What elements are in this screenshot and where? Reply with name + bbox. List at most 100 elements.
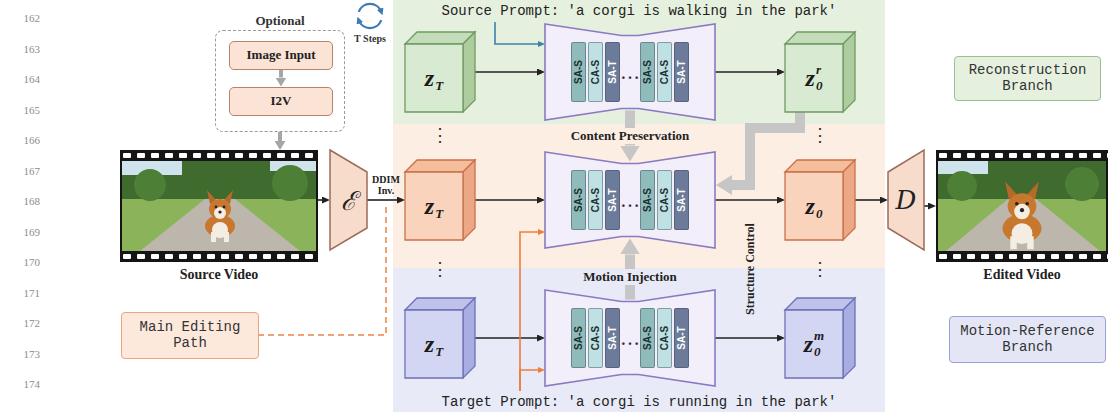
cube-face bbox=[463, 298, 475, 378]
latent-subscript: 0 bbox=[816, 208, 823, 220]
attention-layer: SA-T bbox=[605, 42, 620, 102]
prompt-text: Source Prompt: 'a corgi is walking in th… bbox=[442, 3, 837, 19]
attention-layer: SA-T bbox=[605, 170, 620, 230]
branch-band-ground bbox=[393, 0, 885, 124]
flow-arrow bbox=[475, 71, 537, 73]
latent-subscript: T bbox=[435, 80, 443, 92]
latent-name: z bbox=[804, 330, 813, 358]
line-number: 170 bbox=[24, 256, 41, 268]
video-frames: Edited Video bbox=[936, 150, 1108, 262]
edited-video-frames-part bbox=[947, 171, 977, 201]
shape-outline bbox=[405, 160, 475, 240]
layer-name: CA-S bbox=[590, 188, 602, 212]
layer-name: CA-S bbox=[659, 60, 671, 84]
layer-name: SA-T bbox=[607, 60, 619, 83]
latent-symbol: zm0 bbox=[785, 310, 843, 378]
cube-face bbox=[405, 44, 463, 112]
coder-outline bbox=[888, 150, 924, 250]
latent-subscript: T bbox=[435, 346, 443, 358]
latent-scripts: T bbox=[435, 64, 443, 92]
unet-outline bbox=[545, 152, 715, 248]
source-video-frames-part bbox=[272, 165, 308, 201]
attention-layer: SA-S bbox=[571, 170, 586, 230]
coder-symbol: ℰ bbox=[330, 150, 367, 250]
line-number: 172 bbox=[24, 317, 41, 329]
attention-layer: CA-S bbox=[588, 308, 603, 368]
unet-outline bbox=[545, 290, 715, 386]
steps-label: T Steps bbox=[354, 33, 386, 44]
flow-arrow bbox=[715, 199, 777, 201]
line-number: 173 bbox=[24, 348, 41, 360]
optional-group: Image InputI2VOptional bbox=[215, 30, 345, 132]
latent-name: z bbox=[806, 192, 815, 220]
edited-video-frames-part bbox=[1065, 167, 1099, 201]
line-number: 164 bbox=[24, 73, 41, 85]
connector-label: Motion Injection bbox=[580, 269, 680, 285]
edited-video-frames-part bbox=[936, 150, 1108, 262]
branch-tag: Main Editing Path bbox=[121, 312, 259, 359]
attention-layer: SA-S bbox=[640, 308, 655, 368]
attention-layer: SA-T bbox=[674, 170, 689, 230]
source-video-frames-part bbox=[120, 150, 318, 262]
process-box: Image Input bbox=[229, 41, 333, 70]
group-heading: Optional bbox=[255, 13, 304, 29]
steps-loop-icon-part bbox=[359, 4, 382, 12]
source-video-frames-part bbox=[120, 150, 318, 262]
latent-symbol: zT bbox=[405, 172, 463, 240]
cube-face bbox=[405, 172, 463, 240]
line-number: 167 bbox=[24, 165, 41, 177]
flow-arrow bbox=[279, 70, 283, 78]
attention-layer: CA-S bbox=[588, 42, 603, 102]
layer-name: SA-S bbox=[642, 188, 654, 212]
continuation-dots: ⋮ bbox=[431, 124, 449, 145]
attention-layer: SA-T bbox=[674, 42, 689, 102]
unet-block: SA-SCA-SSA-TSA-SCA-SSA-T… bbox=[545, 290, 715, 386]
latent-scripts: m0 bbox=[814, 330, 824, 358]
branch-band: zTSA-SCA-SSA-TSA-SCA-SSA-T…z0 bbox=[393, 124, 885, 268]
cube-face bbox=[843, 298, 855, 378]
layer-name: SA-S bbox=[573, 326, 585, 350]
coder-symbol: D bbox=[888, 150, 924, 250]
layer-name: CA-S bbox=[590, 326, 602, 350]
box-label: I2V bbox=[271, 93, 292, 109]
latent-symbol: z0 bbox=[785, 172, 843, 240]
flow-arrow bbox=[855, 199, 880, 201]
attention-layer: CA-S bbox=[657, 308, 672, 368]
cube-face bbox=[405, 310, 463, 378]
flow-arrow bbox=[367, 199, 397, 201]
unet-block: SA-SCA-SSA-TSA-SCA-SSA-T… bbox=[545, 24, 715, 120]
continuation-dots: ⋮ bbox=[811, 124, 829, 145]
ellipsis: … bbox=[620, 326, 640, 350]
attention-layer: SA-S bbox=[571, 42, 586, 102]
line-number: 166 bbox=[24, 134, 41, 146]
latent-superscript: r bbox=[816, 64, 823, 76]
line-number: 174 bbox=[24, 378, 41, 390]
edited-video-frames bbox=[936, 150, 1108, 262]
latent-scripts: 0 bbox=[816, 192, 823, 220]
cube-face bbox=[785, 310, 843, 378]
attention-layer: SA-S bbox=[640, 42, 655, 102]
latent-symbol: zr0 bbox=[785, 44, 843, 112]
latent-symbol: zT bbox=[405, 310, 463, 378]
edited-video-frames-part bbox=[1003, 182, 1042, 250]
latent-subscript: 0 bbox=[816, 80, 823, 92]
flow-arrow bbox=[715, 71, 777, 73]
line-number: 163 bbox=[24, 43, 41, 55]
cube-face bbox=[785, 44, 843, 112]
layer-name: SA-T bbox=[676, 60, 688, 83]
continuation-dots: ⋮ bbox=[811, 258, 829, 279]
latent-subscript: T bbox=[435, 208, 443, 220]
latent-symbol: zT bbox=[405, 44, 463, 112]
cube-face bbox=[463, 160, 475, 240]
shape-outline bbox=[785, 160, 855, 240]
ellipsis: … bbox=[620, 188, 640, 212]
latent-scripts: T bbox=[435, 192, 443, 220]
latent-name: z bbox=[425, 330, 434, 358]
flow-arrow bbox=[318, 199, 322, 201]
line-number: 162 bbox=[24, 12, 41, 24]
ellipsis: … bbox=[620, 60, 640, 84]
connector-label: Content Preservation bbox=[568, 128, 693, 144]
latent-cube: zr0 bbox=[785, 32, 855, 112]
connector-label: DDIM Inv. bbox=[366, 174, 406, 196]
